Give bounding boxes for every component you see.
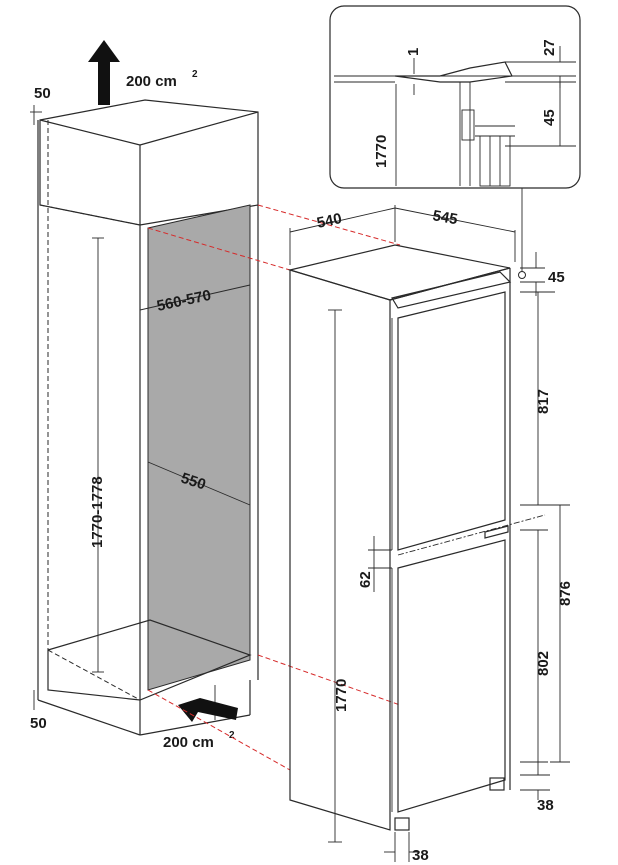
cabinet [37, 99, 259, 736]
foot-front-label: 38 [412, 847, 429, 864]
inset-45-label: 45 [541, 109, 558, 126]
appl-height-label: 1770 [333, 679, 350, 712]
inset-1770-label: 1770 [373, 135, 390, 168]
cab-top-gap-label: 50 [34, 85, 51, 102]
vent-bottom-sup: 2 [229, 730, 235, 741]
niche-depth-label: 550 [179, 470, 208, 494]
vent-top-label: 200 cm [126, 73, 177, 90]
upper-door-label: 817 [535, 389, 552, 414]
detail-inset [329, 5, 581, 189]
inset-1-label: 1 [405, 48, 422, 56]
cab-bot-gap-label: 50 [30, 715, 47, 732]
bottom-vent-arrow-icon [178, 698, 238, 722]
niche-height-label: 1770-1778 [89, 476, 106, 548]
vent-bottom-label: 200 cm [163, 734, 214, 751]
appl-depth-label: 540 [315, 210, 343, 232]
lower-door-total-label: 876 [557, 581, 574, 606]
door-gap-label: 62 [357, 571, 374, 588]
inset-27-label: 27 [541, 39, 558, 56]
top-vent-arrow-icon [88, 40, 120, 105]
appl-width-label: 545 [431, 207, 459, 228]
top-clear-label: 45 [548, 269, 565, 286]
vent-top-sup: 2 [192, 69, 198, 80]
lower-door-label: 802 [535, 651, 552, 676]
fridge [287, 244, 546, 831]
niche-back-panel [147, 204, 251, 691]
foot-side-label: 38 [537, 797, 554, 814]
